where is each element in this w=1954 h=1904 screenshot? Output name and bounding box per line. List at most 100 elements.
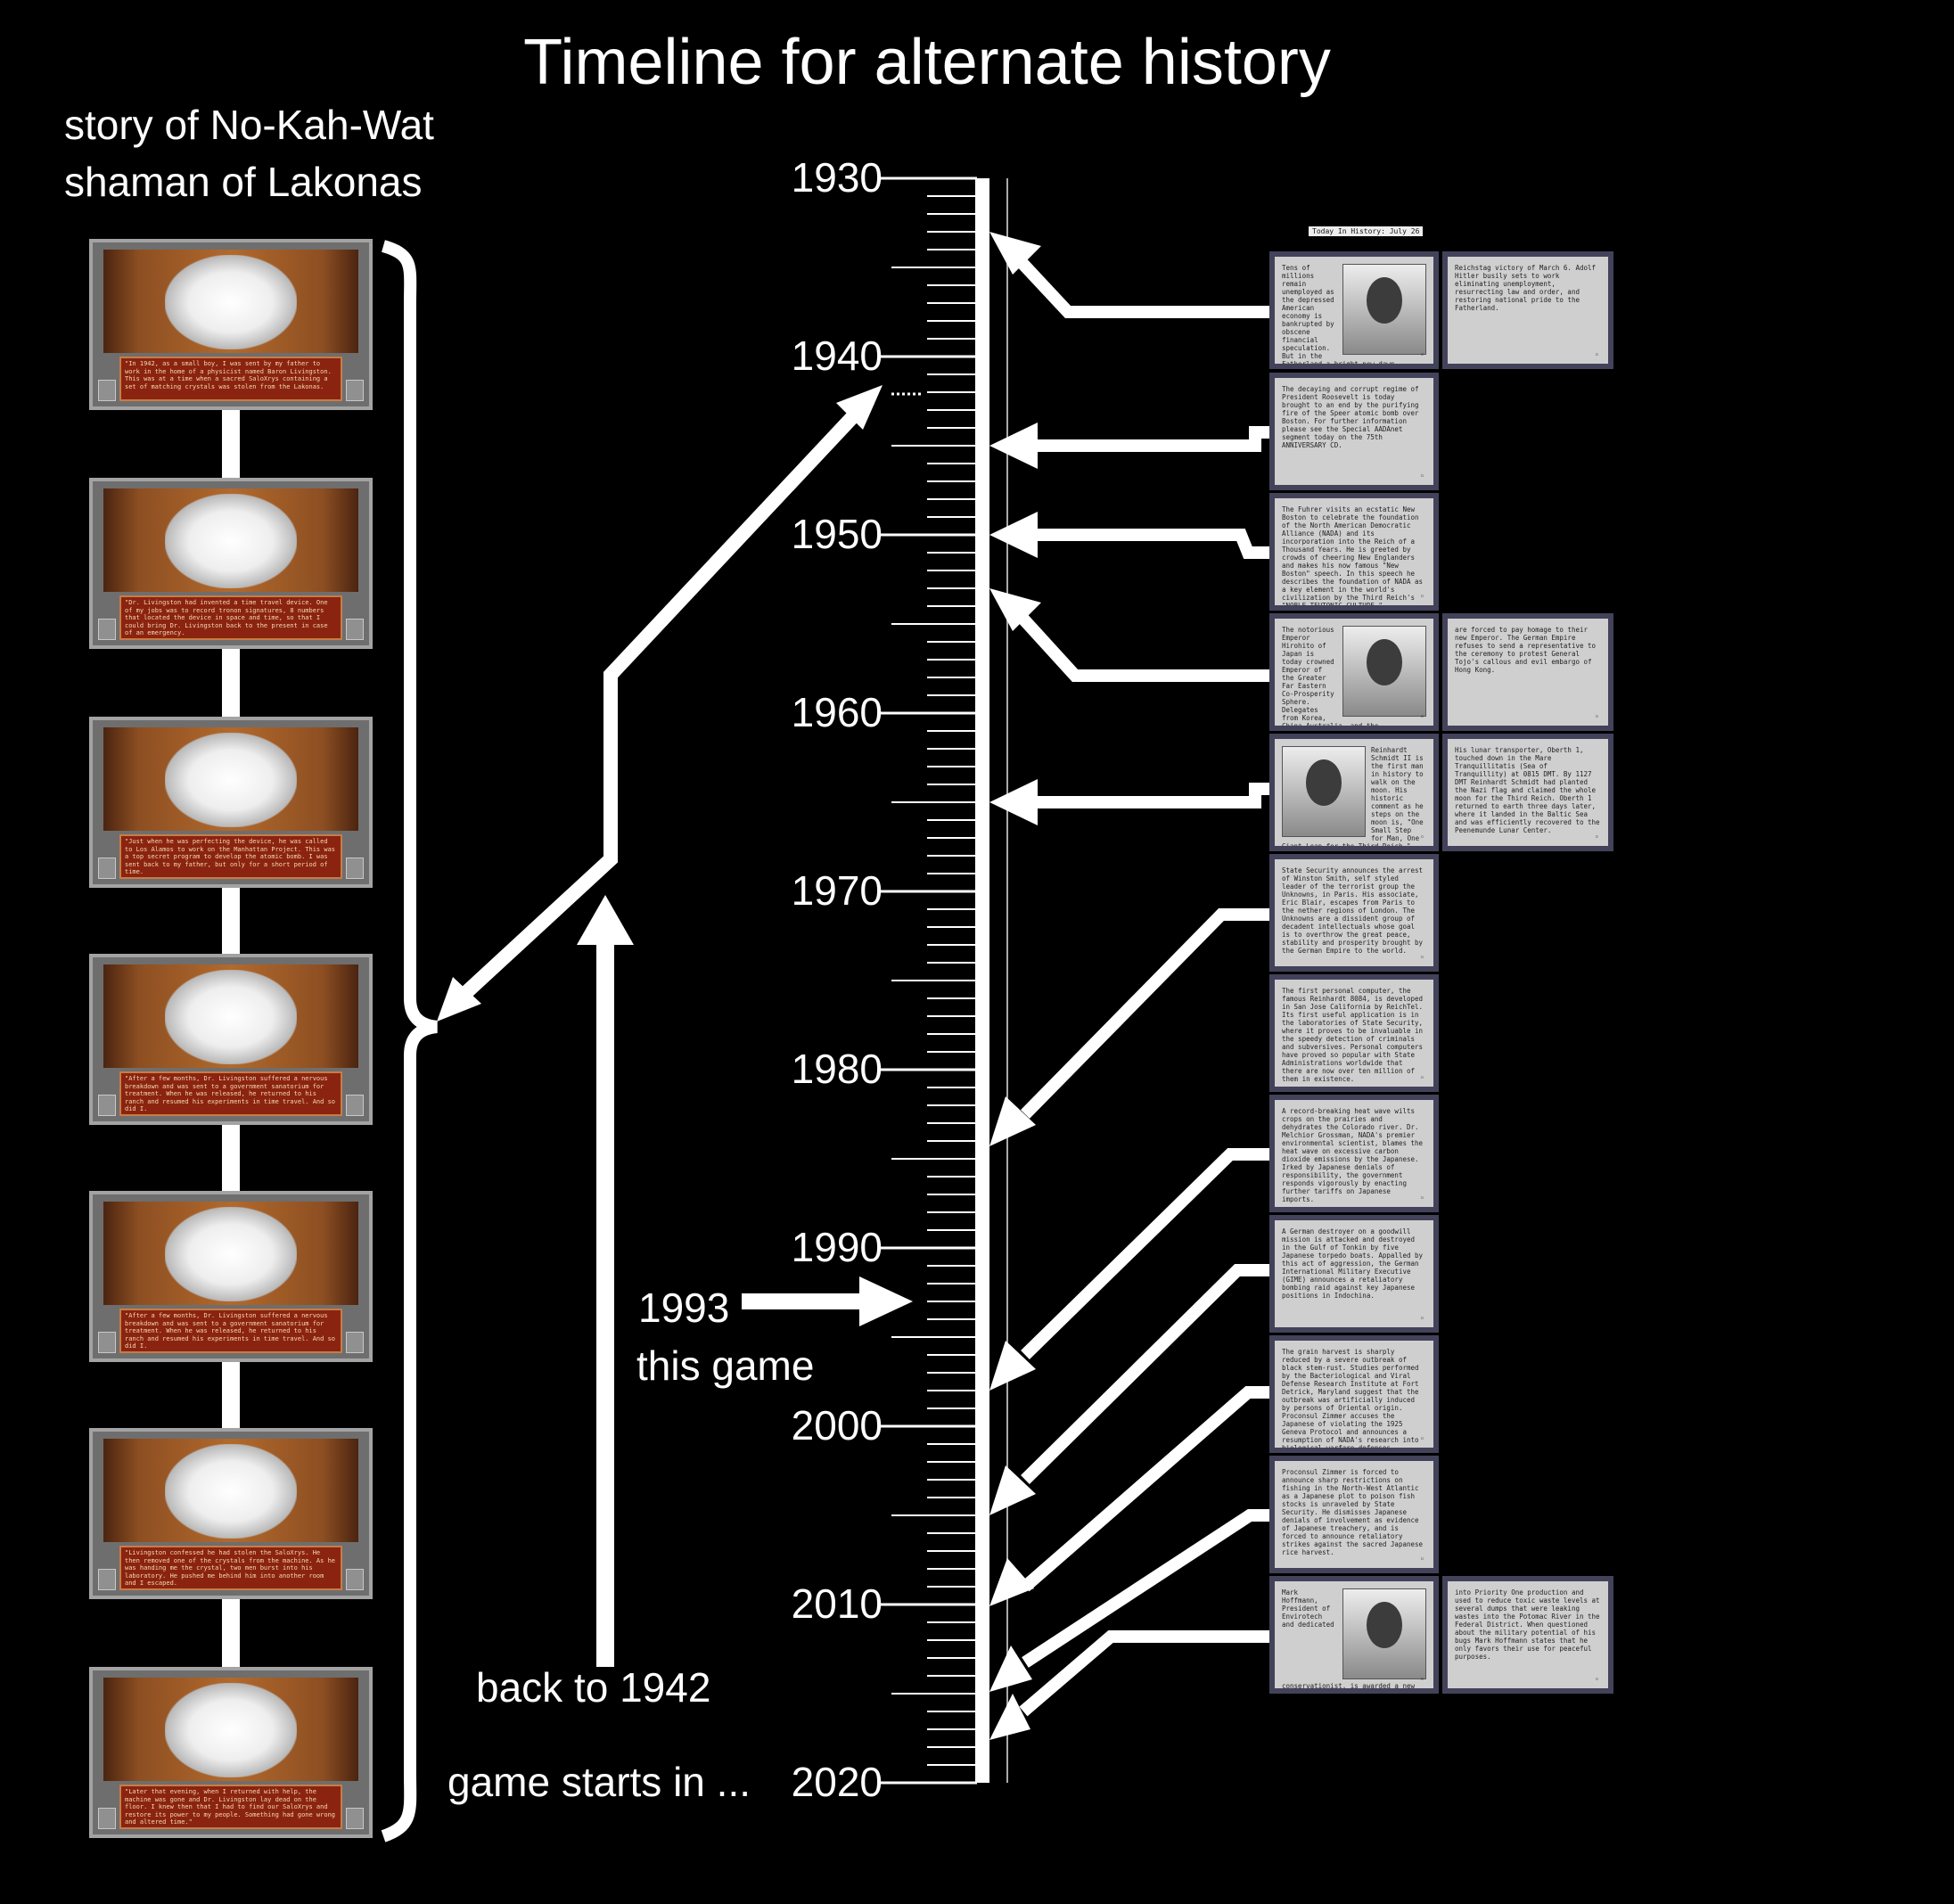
news-photo xyxy=(1342,1588,1426,1679)
arrow-head-bracket xyxy=(437,977,481,1022)
news-scroll-icon[interactable]: ◦ xyxy=(1419,833,1424,842)
panel-illustration xyxy=(103,1678,358,1781)
story-panel: "Just when he was perfecting the device,… xyxy=(89,717,373,888)
story-bracket xyxy=(381,240,439,1842)
subtitle-line-2: shaman of Lakonas xyxy=(64,159,423,205)
connector-2017 xyxy=(1019,1630,1269,1717)
panel-caption: "In 1942, as a small boy, I was sent by … xyxy=(119,357,342,401)
news-scroll-icon[interactable]: ◦ xyxy=(1419,593,1424,602)
story-panel: "In 1942, as a small boy, I was sent by … xyxy=(89,239,373,410)
connector-1933 xyxy=(1013,254,1269,318)
news-continuation-text: are forced to pay homage to their new Em… xyxy=(1455,626,1597,674)
story-panel: "Dr. Livingston had invented a time trav… xyxy=(89,478,373,649)
panel-corner-right xyxy=(346,1808,364,1829)
panel-corner-right xyxy=(346,1332,364,1353)
news-photo xyxy=(1342,626,1426,717)
panel-corner-left xyxy=(98,1569,116,1590)
panel-illustration xyxy=(103,1439,358,1542)
news-continuation-text: into Priority One production and used to… xyxy=(1455,1588,1600,1661)
news-card: Proconsul Zimmer is forced to announce s… xyxy=(1269,1456,1439,1573)
arrow-back-head xyxy=(577,895,634,945)
news-photo xyxy=(1282,746,1366,837)
connector-1945 xyxy=(1023,426,1269,452)
news-card-continuation: into Priority One production and used to… xyxy=(1442,1576,1613,1694)
timeline-ticks xyxy=(891,177,977,1784)
news-scroll-icon[interactable]: ◦ xyxy=(1594,833,1599,842)
news-text: Tens of millions remain unemployed as th… xyxy=(1282,264,1395,368)
news-text: Proconsul Zimmer is forced to announce s… xyxy=(1282,1468,1424,1556)
news-card: The first personal computer, the famous … xyxy=(1269,974,1439,1092)
panel-caption: "Later that evening, when I returned wit… xyxy=(119,1785,342,1829)
connector-head-1933 xyxy=(989,232,1041,275)
news-scroll-icon[interactable]: ◦ xyxy=(1419,472,1424,481)
news-text: State Security announces the arrest of W… xyxy=(1282,866,1424,955)
timeline-axis xyxy=(975,178,989,1783)
year-label: 2000 xyxy=(791,1402,883,1449)
panel-corner-right xyxy=(346,1095,364,1116)
connector-head-1950 xyxy=(989,512,1038,558)
year-label: 1930 xyxy=(791,154,883,201)
year-label: 2010 xyxy=(791,1580,883,1627)
news-scroll-icon[interactable]: ◦ xyxy=(1594,351,1599,360)
story-panel: "After a few months, Dr. Livingston suff… xyxy=(89,954,373,1125)
arrow-back-shaft xyxy=(596,927,614,1667)
connector-head-1984 xyxy=(989,1096,1036,1146)
story-panel: "After a few months, Dr. Livingston suff… xyxy=(89,1191,373,1362)
news-text: The first personal computer, the famous … xyxy=(1282,987,1424,1083)
news-card-continuation: are forced to pay homage to their new Em… xyxy=(1442,613,1613,731)
news-scroll-icon[interactable]: ◦ xyxy=(1419,1555,1424,1564)
label-game-starts: game starts in ... xyxy=(447,1759,751,1805)
news-scroll-icon[interactable]: ◦ xyxy=(1419,954,1424,963)
panel-caption: "Dr. Livingston had invented a time trav… xyxy=(119,595,342,640)
connector-2010 xyxy=(1021,1386,1269,1592)
year-label: 1970 xyxy=(791,867,883,914)
news-scroll-icon[interactable]: ◦ xyxy=(1419,1074,1424,1083)
connector-2005 xyxy=(1021,1264,1269,1484)
panel-corner-left xyxy=(98,1808,116,1829)
story-panel: "Livingston confessed he had stolen the … xyxy=(89,1428,373,1599)
connector-1965 xyxy=(1023,783,1269,808)
news-scroll-icon[interactable]: ◦ xyxy=(1419,1676,1424,1685)
panel-illustration xyxy=(103,250,358,353)
year-label: 1980 xyxy=(791,1046,883,1092)
panel-illustration xyxy=(103,964,358,1068)
news-card-continuation: Reichstag victory of March 6. Adolf Hitl… xyxy=(1442,251,1613,369)
label-back-to-1942: back to 1942 xyxy=(476,1664,711,1711)
connector-1950 xyxy=(1023,529,1269,559)
panel-corner-left xyxy=(98,380,116,401)
news-caption-row: REINHARDT SCHMIDT IIMore>>> xyxy=(1282,850,1426,851)
news-more-link[interactable]: More>>> xyxy=(1400,850,1426,851)
news-scroll-icon[interactable]: ◦ xyxy=(1419,1435,1424,1444)
label-1993: 1993 xyxy=(638,1284,730,1331)
news-card: A German destroyer on a goodwill mission… xyxy=(1269,1215,1439,1333)
news-text: Mark Hoffmann, President of Envirotech a… xyxy=(1282,1588,1416,1690)
panel-corner-right xyxy=(346,1569,364,1590)
panel-corner-left xyxy=(98,619,116,640)
news-text: A record-breaking heat wave wilts crops … xyxy=(1282,1107,1424,1203)
arrow-head-1942 xyxy=(836,385,883,430)
news-text: Reinhardt Schmidt II is the first man in… xyxy=(1282,746,1424,850)
news-scroll-icon[interactable]: ◦ xyxy=(1419,713,1424,722)
news-scroll-icon[interactable]: ◦ xyxy=(1419,1194,1424,1203)
year-label: 1960 xyxy=(791,689,883,735)
panel-illustration xyxy=(103,488,358,592)
news-scroll-icon[interactable]: ◦ xyxy=(1419,1315,1424,1324)
news-card: The Fuhrer visits an ecstatic New Boston… xyxy=(1269,493,1439,611)
connector-1998 xyxy=(1021,1148,1269,1360)
news-card: Mark Hoffmann, President of Envirotech a… xyxy=(1269,1576,1439,1694)
news-scroll-icon[interactable]: ◦ xyxy=(1419,351,1424,360)
arrow-to-story xyxy=(445,394,874,1013)
connector-head-1965 xyxy=(989,779,1038,825)
connector-head-1953 xyxy=(989,588,1041,631)
news-text: The Fuhrer visits an ecstatic New Boston… xyxy=(1282,505,1424,610)
panel-illustration xyxy=(103,727,358,831)
timeline-major-ticks xyxy=(881,176,977,1785)
panel-illustration xyxy=(103,1202,358,1305)
news-card: The notorious Emperor Hirohito of Japan … xyxy=(1269,613,1439,731)
year-label: 1940 xyxy=(791,332,883,379)
news-scroll-icon[interactable]: ◦ xyxy=(1594,1676,1599,1685)
news-scroll-icon[interactable]: ◦ xyxy=(1594,713,1599,722)
news-card: A record-breaking heat wave wilts crops … xyxy=(1269,1095,1439,1212)
connector-head-2015 xyxy=(989,1645,1032,1692)
panel-corner-left xyxy=(98,1332,116,1353)
